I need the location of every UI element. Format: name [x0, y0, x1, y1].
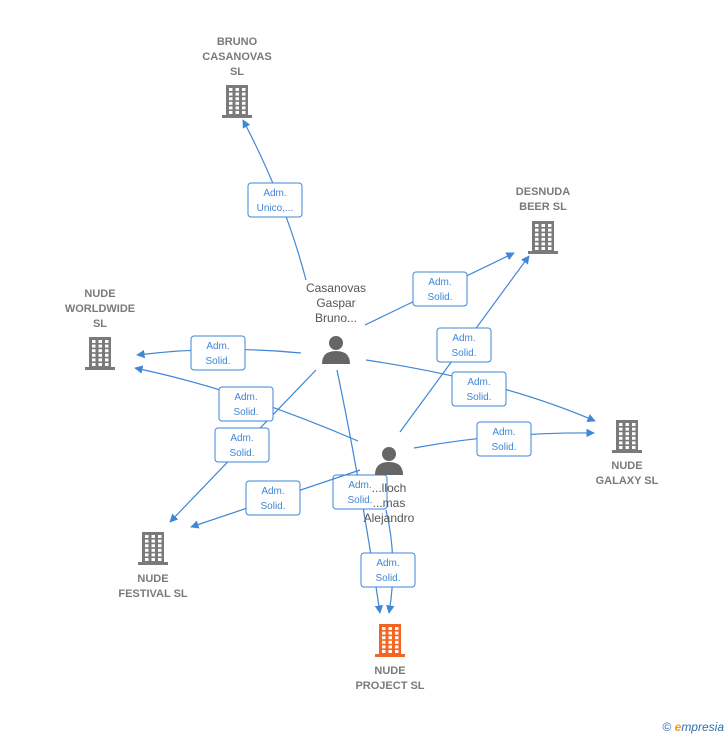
edge-label-text: Unico,... [257, 203, 294, 214]
edge-label-text: Adm. [261, 486, 284, 497]
brand-logo-e: e [674, 720, 682, 734]
node-nude_galaxy_sl[interactable]: NUDE GALAXY SL [596, 420, 659, 487]
edge-label-box[interactable] [451, 371, 507, 407]
node-label: SL [93, 318, 107, 330]
edge-e4: Adm. Solid. [365, 359, 596, 422]
node-label: FESTIVAL SL [118, 588, 188, 600]
edge-label-box[interactable] [218, 386, 274, 422]
building-icon [85, 337, 115, 370]
edge-e9: Adm. Solid. [413, 421, 595, 457]
edge-label-text: Adm. [263, 188, 286, 199]
edge-label-box[interactable] [332, 474, 388, 510]
edge-label-text: Adm. [492, 427, 515, 438]
person-icon [375, 447, 403, 475]
node-label: NUDE [374, 665, 405, 677]
node-label: PROJECT SL [355, 680, 424, 692]
node-label: DESNUDA [516, 186, 570, 198]
node-casanovas_gaspar[interactable]: CasanovasGasparBruno... [306, 281, 366, 364]
edge-label-text: Adm. [452, 333, 475, 344]
edge-label-text: Solid. [375, 573, 400, 584]
node-label: CASANOVAS [202, 51, 271, 63]
edge-label-text: Solid. [260, 501, 285, 512]
edge-label-text: Adm. [348, 480, 371, 491]
node-label: ...mas [373, 496, 406, 510]
building-icon [138, 532, 168, 565]
edge-e1: Adm. Unico,... [242, 119, 307, 281]
edge-label-box[interactable] [247, 182, 303, 218]
edge-e5: Adm. Solid. [169, 369, 317, 523]
node-label: Casanovas [306, 281, 366, 295]
brand-name: mpresia [681, 720, 724, 734]
edge-label-text: Adm. [206, 341, 229, 352]
edge-label-text: Solid. [451, 348, 476, 359]
node-desnuda_beer_sl[interactable]: DESNUDA BEER SL [516, 186, 570, 254]
edge-label-box[interactable] [190, 335, 246, 371]
edge-label-box[interactable] [360, 552, 416, 588]
edge-label-text: Solid. [205, 356, 230, 367]
edge-label-text: Adm. [234, 392, 257, 403]
edge-label-text: Solid. [466, 392, 491, 403]
node-label: BRUNO [217, 36, 258, 48]
edge-label-box[interactable] [476, 421, 532, 457]
building-icon [528, 221, 558, 254]
edge-label-text: Solid. [233, 407, 258, 418]
edge-e2: Adm. Solid. [364, 252, 515, 326]
edge-label-text: Adm. [376, 558, 399, 569]
edge-e10: Adm. Solid. [190, 469, 361, 529]
building-icon [222, 85, 252, 118]
node-label: GALAXY SL [596, 475, 659, 487]
edge-label-box[interactable] [412, 271, 468, 307]
node-label: NUDE [611, 460, 642, 472]
node-label: Bruno... [315, 311, 357, 325]
footer-brand: © empresia [662, 720, 724, 734]
node-label: WORLDWIDE [65, 303, 135, 315]
edges-layer: Adm. Unico,... Adm. Solid. Adm. Solid. Adm. Sol… [134, 119, 596, 614]
edge-e3: Adm. Solid. [136, 335, 302, 371]
node-label: ...lloch [372, 481, 407, 495]
copyright-symbol: © [662, 720, 672, 734]
node-nude_project_sl[interactable]: NUDE PROJECT SL [355, 624, 425, 692]
building-icon [612, 420, 642, 453]
edge-label-box[interactable] [245, 480, 301, 516]
edge-label-text: Solid. [491, 442, 516, 453]
node-label: SL [230, 66, 244, 78]
node-label: Alejandro [364, 511, 415, 525]
edge-label-box[interactable] [436, 327, 492, 363]
edge-label-text: Adm. [467, 377, 490, 388]
edge-label-text: Adm. [230, 433, 253, 444]
edge-label-text: Solid. [347, 495, 372, 506]
edge-label-text: Solid. [229, 448, 254, 459]
edge-label-text: Solid. [427, 292, 452, 303]
node-nude_worldwide_sl[interactable]: NUDE WORLDWIDE SL [65, 288, 135, 370]
node-label: NUDE [84, 288, 115, 300]
node-label: BEER SL [519, 201, 567, 213]
edge-e11: Adm. Solid. [360, 509, 416, 614]
edge-e7: Adm. Solid. [399, 255, 530, 433]
node-nude_festival_sl[interactable]: NUDE FESTIVAL SL [118, 532, 188, 600]
edge-e8: Adm. Solid. [134, 365, 359, 442]
person-icon [322, 336, 350, 364]
node-bruno_casanovas_sl[interactable]: BRUNO CASANOVAS SL [202, 36, 272, 118]
node-label: Gaspar [316, 296, 355, 310]
edge-label-text: Adm. [428, 277, 451, 288]
building-icon [375, 624, 405, 657]
node-label: NUDE [137, 573, 168, 585]
nodes-layer: BRUNO CASANOVAS SL DESNUDA BEER SL NUDE WORLDW… [65, 36, 659, 692]
edge-label-box[interactable] [214, 427, 270, 463]
